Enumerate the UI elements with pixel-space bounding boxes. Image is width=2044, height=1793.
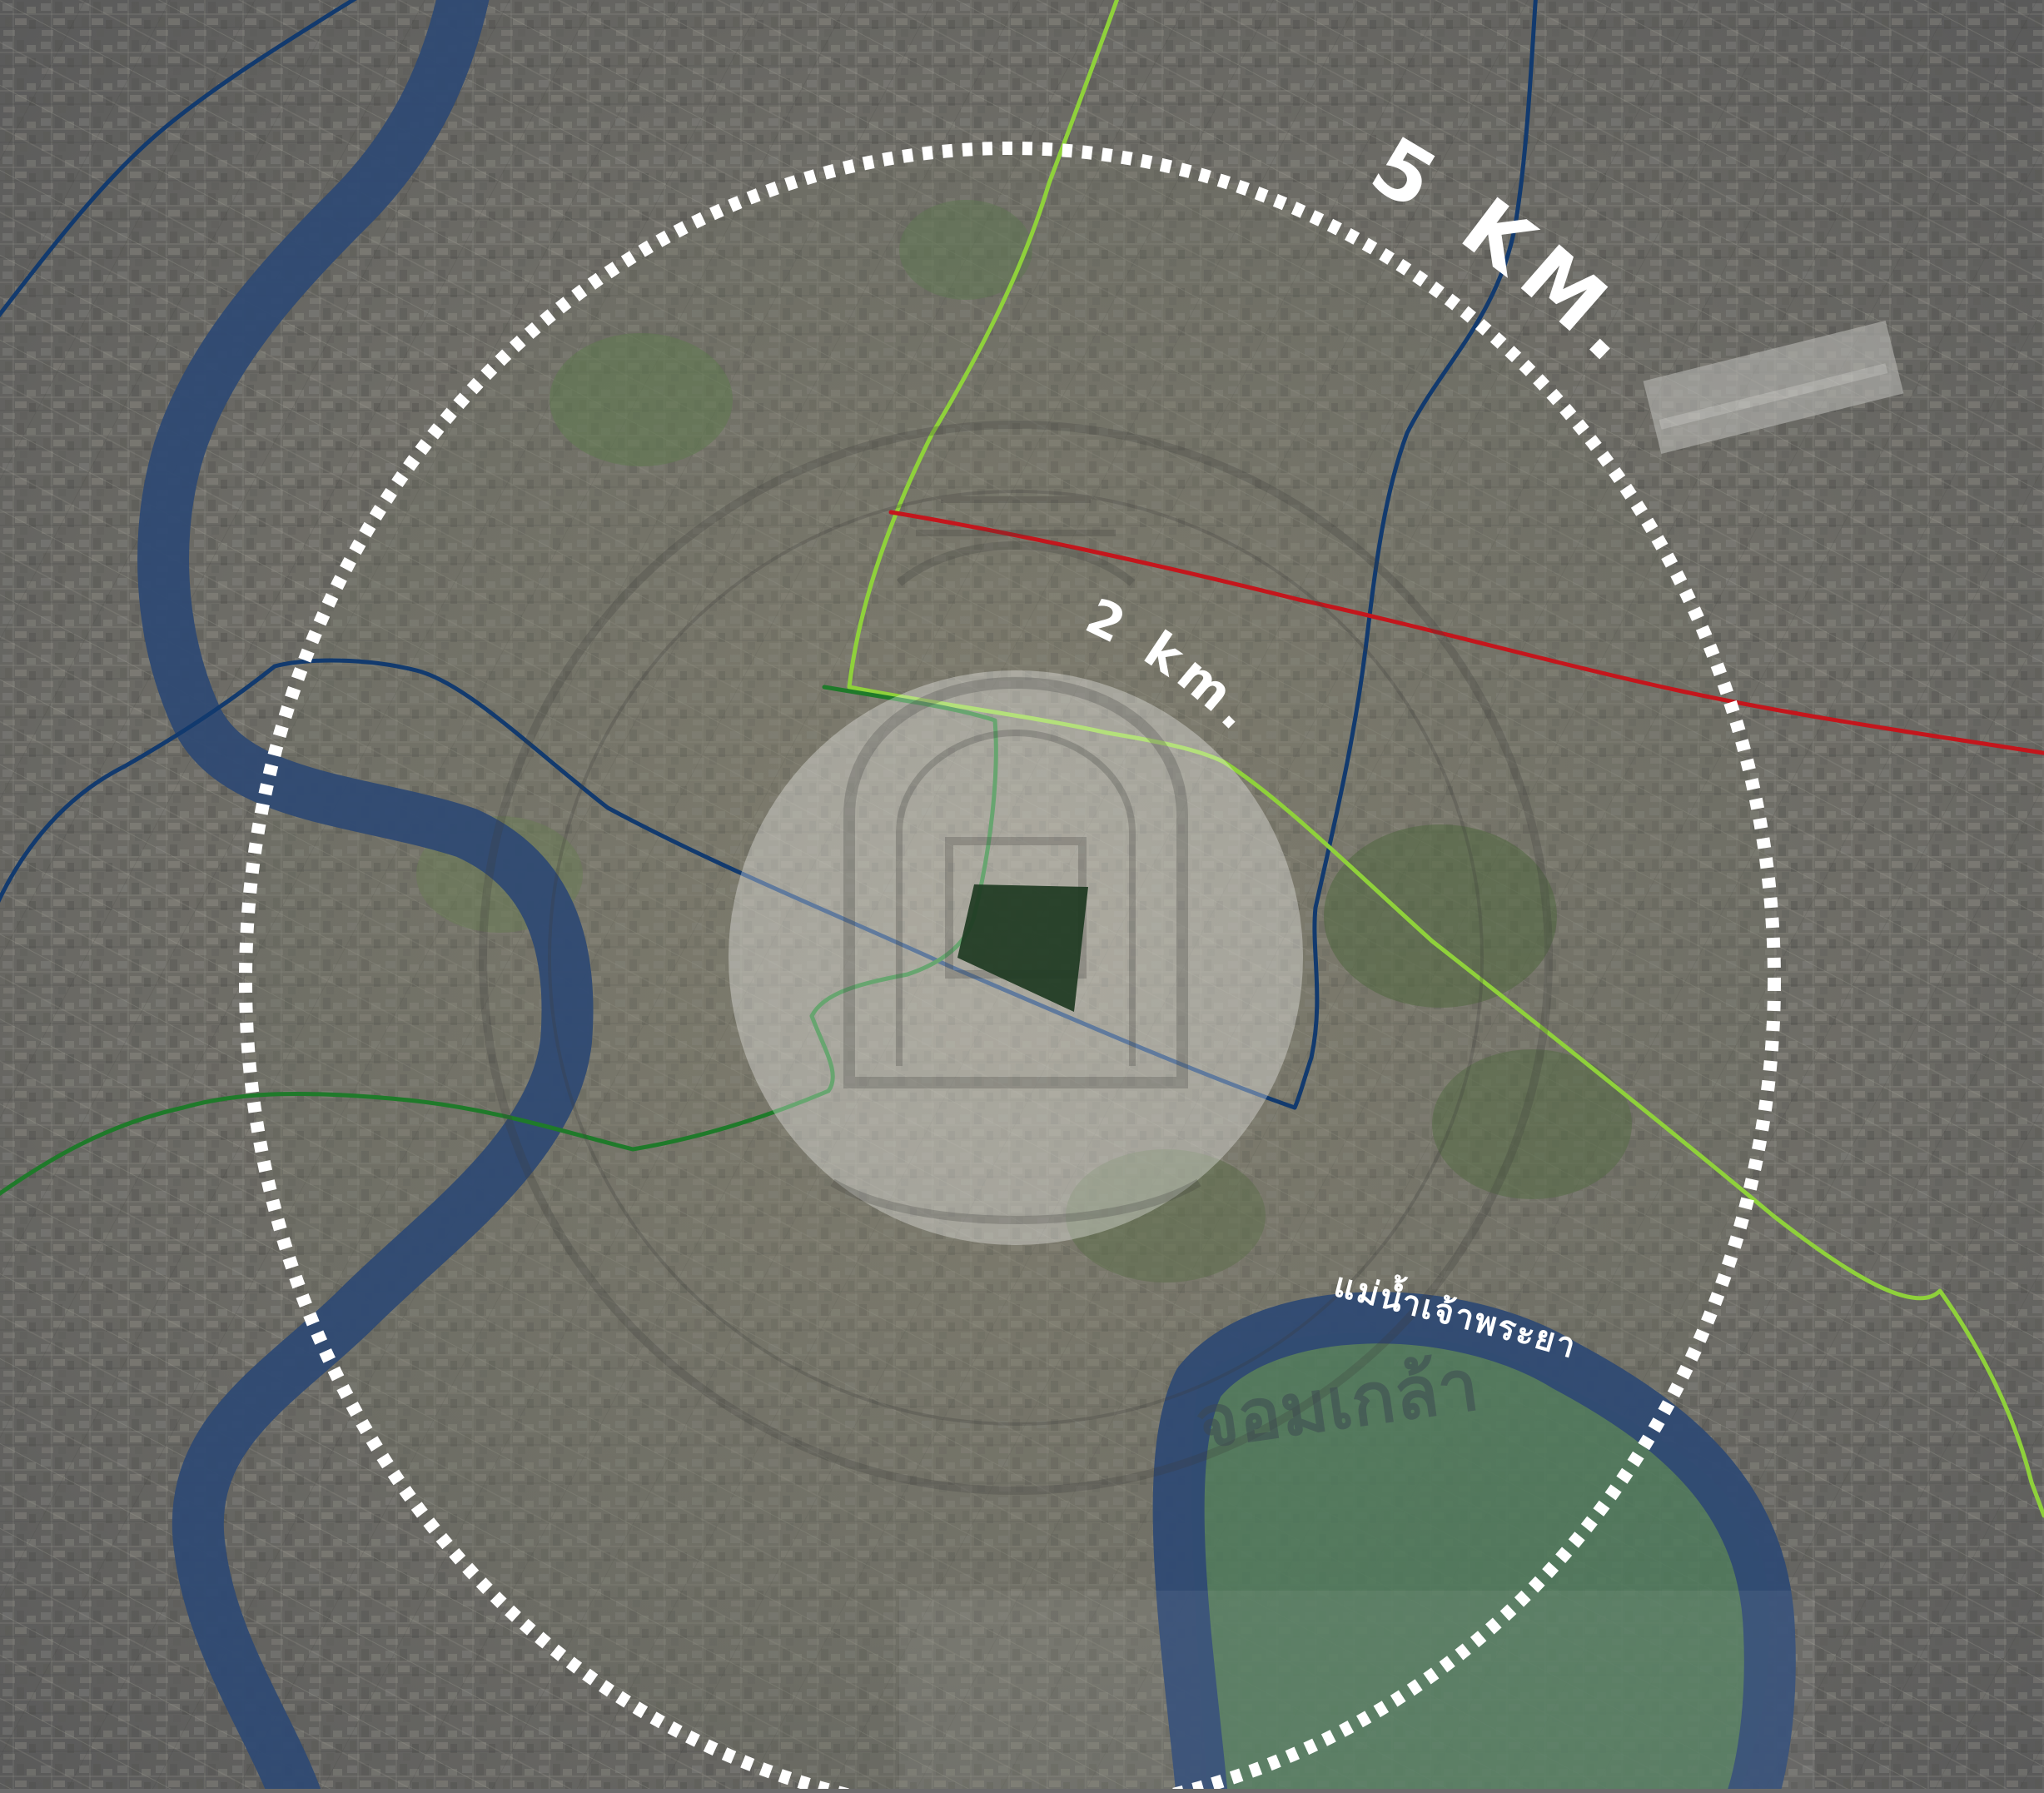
transit-line-blue-north (1292, 0, 1538, 1110)
project-site-parcel (957, 884, 1088, 1012)
transit-line-dark-green (0, 685, 998, 1197)
transit-line-red (888, 510, 2044, 755)
transit-line-blue-northwest (0, 0, 357, 318)
watermark-seal (479, 421, 1553, 1495)
watermark-caption-bar (899, 1591, 1815, 1789)
chao-phraya-river-east (1152, 1292, 1796, 1793)
transit-lines (0, 0, 2044, 1518)
transit-line-blue-west (0, 658, 1297, 1110)
riverbend-park (1191, 1332, 1770, 1789)
radius-5km-ring (239, 142, 1781, 1793)
airport-area (1643, 321, 1904, 454)
chao-phraya-river (137, 0, 594, 1793)
transit-line-light-green (847, 0, 2044, 1518)
